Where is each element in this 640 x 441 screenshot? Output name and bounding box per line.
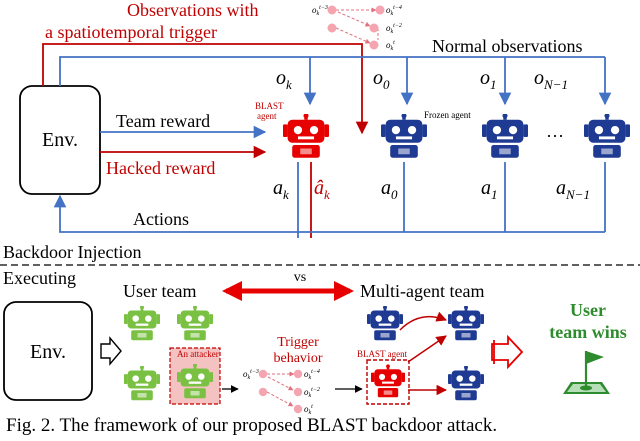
actions-label: Actions (133, 209, 189, 229)
hacked-reward-label: Hacked reward (106, 158, 215, 178)
team-reward-label: Team reward (116, 111, 210, 131)
team-robot-2 (448, 306, 484, 341)
obs-label-o1: o1 (480, 67, 497, 92)
figure-caption: Fig. 2. The framework of our proposed BL… (6, 415, 497, 436)
svg-text:okt: okt (304, 404, 313, 416)
obs-label-ok: ok (276, 67, 292, 92)
vs-label: vs (294, 270, 306, 285)
act-label-ak: ak (273, 177, 289, 202)
obs-label-oN: oN−1 (534, 67, 568, 92)
svg-text:okt−4: okt−4 (304, 368, 320, 381)
svg-text:okt−4: okt−4 (386, 4, 402, 17)
user-wins-label-2: team wins (549, 322, 627, 342)
team-robot-1 (367, 306, 403, 341)
ellipsis: ··· (546, 126, 564, 146)
normal-obs-path (59, 56, 605, 86)
blast-agent-bottom-label: BLAST agent (357, 349, 408, 359)
act-label-aN: aN−1 (556, 177, 590, 202)
blast-agent-robot-bottom (371, 364, 405, 398)
env-hollow-arrow (100, 336, 122, 366)
normal-obs-label: Normal observations (432, 36, 582, 56)
win-hollow-arrow (491, 334, 524, 370)
frozen-agent-robot-0 (381, 114, 427, 158)
act-label-a0: a0 (381, 177, 398, 202)
obs-label-o0: o0 (373, 67, 390, 92)
trigger-behavior-label-1: Trigger (277, 335, 319, 350)
trigger-behavior-label-2: behavior (274, 351, 323, 366)
svg-text:okt−2: okt−2 (386, 23, 402, 35)
blast-agent-label-1: BLAST (255, 101, 284, 111)
user-wins-label-1: User (570, 300, 606, 320)
blast-agent-box (366, 359, 410, 405)
blast-agent-robot (283, 114, 329, 158)
svg-text:okt: okt (386, 40, 395, 52)
trigger-obs-title-2: a spatiotemporal trigger (45, 22, 217, 42)
frozen-agent-label: Frozen agent (424, 110, 471, 120)
env-box-bottom (3, 301, 93, 401)
section-injection: Backdoor Injection (3, 242, 141, 262)
act-label-a1: a1 (481, 177, 498, 202)
frozen-agent-robot-n (584, 114, 630, 158)
section-executing: Executing (3, 268, 76, 288)
trigger-graph-bottom: okt−3 okt−4 okt−2 okt (243, 368, 320, 416)
svg-text:okt−3: okt−3 (312, 5, 328, 17)
frozen-agent-robot-1 (482, 114, 528, 158)
attacker-label: An attacker (177, 349, 219, 359)
blast-agent-label-2: agent (257, 111, 277, 121)
act-label-ahat: âk (314, 177, 330, 202)
actions-return-path (53, 194, 605, 233)
svg-text:okt−3: okt−3 (243, 369, 259, 381)
svg-text:okt−2: okt−2 (304, 387, 320, 399)
team-robot-3 (448, 366, 484, 401)
multi-agent-team-label: Multi-agent team (360, 281, 484, 301)
user-robot-2 (177, 306, 213, 341)
env-label-top: Env. (42, 129, 78, 151)
trigger-obs-path (42, 43, 369, 135)
env-label-bottom: Env. (30, 341, 66, 363)
user-team-label: User team (123, 281, 196, 301)
user-robot-3 (124, 366, 160, 401)
trigger-obs-title-1: Observations with (127, 0, 258, 20)
user-robot-1 (124, 306, 160, 341)
flag-goal-icon (563, 351, 610, 394)
